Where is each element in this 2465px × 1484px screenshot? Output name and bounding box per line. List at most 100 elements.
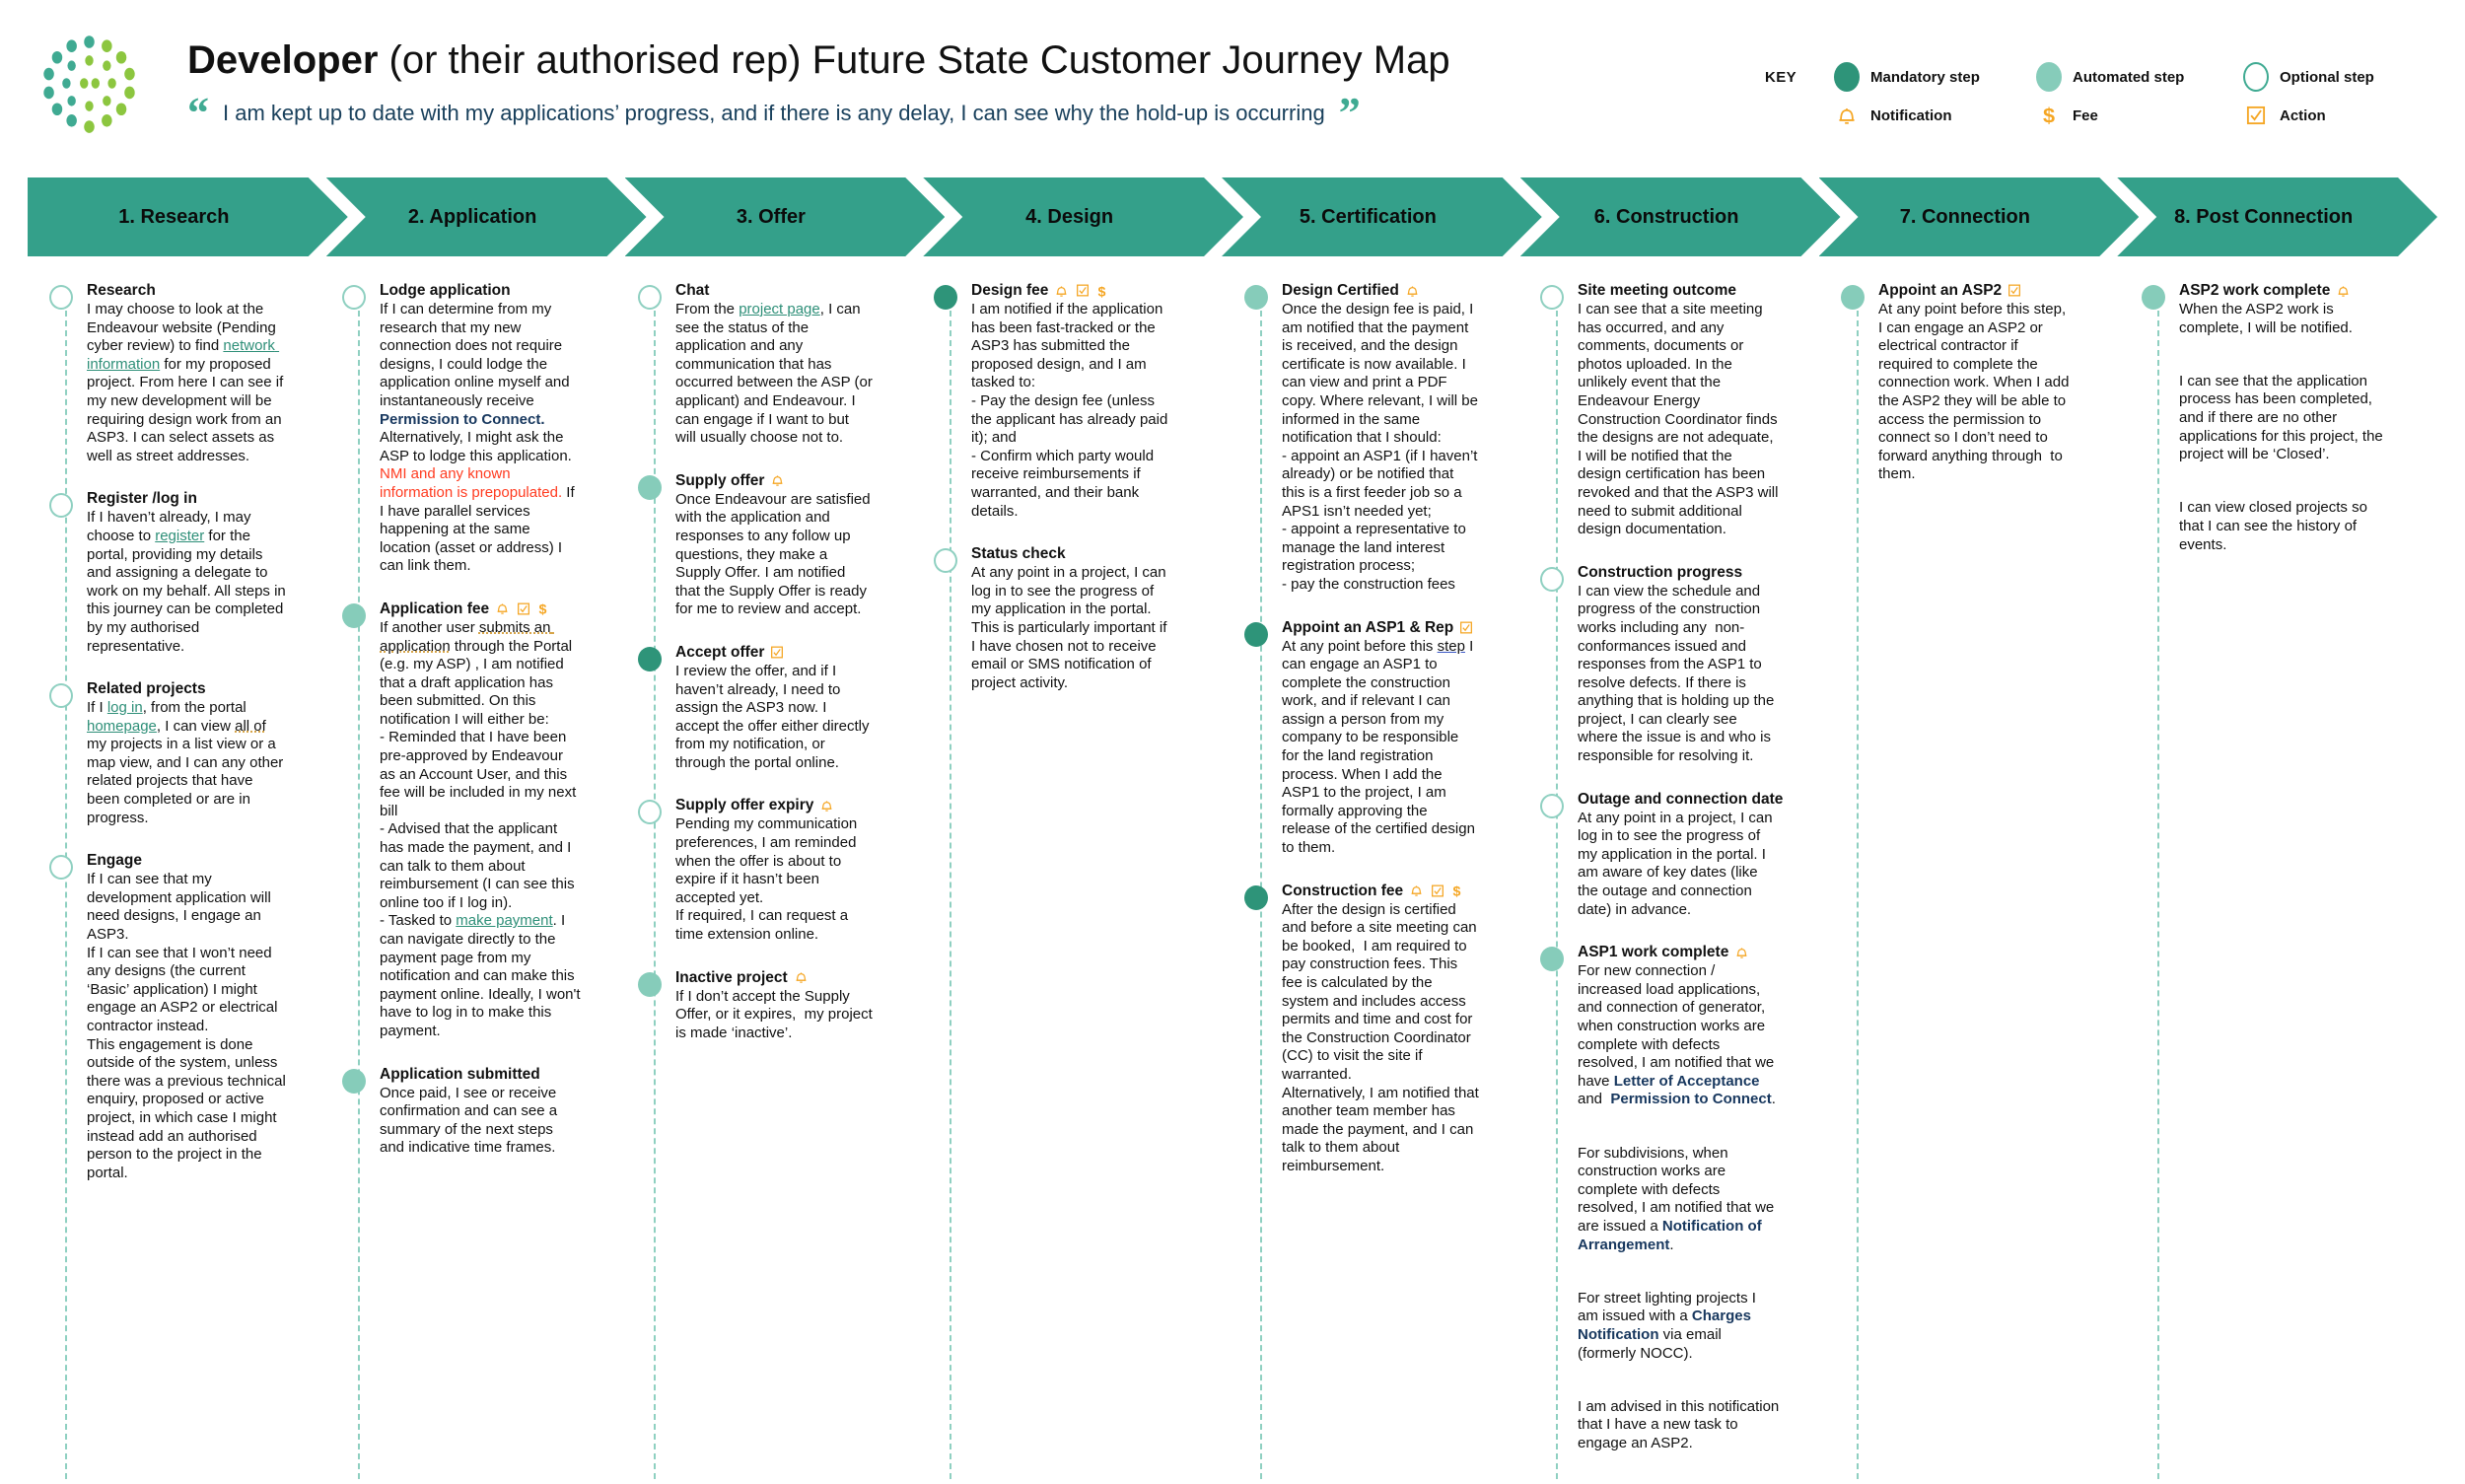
paragraph: - appoint a representative to manage the…	[1282, 521, 1470, 575]
inline-link[interactable]: network information	[87, 337, 280, 373]
step-title-text: Application submitted	[380, 1065, 540, 1083]
step-title: Appoint an ASP2	[1878, 281, 2076, 300]
step-title-text: Accept offer	[675, 643, 765, 661]
journey-step[interactable]: Application fee$If another user submits …	[342, 600, 582, 1041]
bell-icon	[821, 801, 832, 812]
paragraph: If I don’t accept the Supply Offer, or i…	[675, 987, 877, 1041]
paragraph: For street lighting projects I am issued…	[1578, 1289, 1761, 1362]
paragraph: I can see that the application process h…	[2179, 372, 2387, 463]
legend-label-optional: Optional step	[2280, 68, 2374, 86]
paragraph: I can view the schedule and progress of …	[1578, 582, 1779, 765]
step-description: I review the offer, and if I haven’t alr…	[675, 663, 873, 773]
phase-chevron-5[interactable]: 5. Certification	[1222, 177, 1542, 256]
legend-label: KEY	[1765, 69, 1797, 86]
step-title: Construction progress	[1578, 563, 1780, 582]
column-timeline	[1857, 291, 1859, 1479]
checkbox-icon	[1077, 284, 1090, 297]
mandatory-step-dot-icon	[934, 285, 957, 310]
column-steps: Appoint an ASP2 At any point before this …	[1841, 281, 2076, 484]
step-title-text: Construction progress	[1578, 563, 1743, 581]
step-title: Inactive project	[675, 968, 873, 987]
step-title-text: Lodge application	[380, 282, 511, 299]
paragraph: I review the offer, and if I haven’t alr…	[675, 662, 874, 771]
step-description: I can see that a site meeting has occurr…	[1578, 301, 1780, 539]
optional-step-dot-icon	[1540, 285, 1564, 310]
paragraph: At any point before this step, I can eng…	[1878, 301, 2075, 483]
step-description: If another user submits an application t…	[380, 619, 582, 1041]
paragraph: If I can see that I won’t need any desig…	[87, 944, 282, 1034]
phase-chevron-8[interactable]: 8. Post Connection	[2117, 177, 2437, 256]
paragraph: - Confirm which party would receive reim…	[971, 447, 1159, 520]
phase-chevron-6[interactable]: 6. Construction	[1519, 177, 1841, 256]
journey-step[interactable]: Site meeting outcome I can see that a sit…	[1540, 281, 1780, 539]
step-description: If I don’t accept the Supply Offer, or i…	[675, 988, 873, 1043]
step-title: Design Certified	[1282, 281, 1479, 300]
svg-text:$: $	[1098, 284, 1106, 300]
legend-label-fee: Fee	[2073, 106, 2098, 124]
dollar-icon: $	[1098, 284, 1106, 300]
phase-chevron-1[interactable]: 1. Research	[28, 177, 348, 256]
optional-step-dot-icon	[1540, 566, 1564, 592]
svg-text:$: $	[539, 602, 547, 618]
step-title: Site meeting outcome	[1578, 281, 1780, 300]
paragraph: From the project page, I can see the sta…	[675, 301, 878, 447]
optional-step-dot-icon	[49, 855, 73, 881]
step-title: Accept offer	[675, 643, 873, 662]
step-title-text: Site meeting outcome	[1578, 282, 1737, 299]
inline-link[interactable]: register	[155, 527, 205, 544]
step-title-text: Outage and connection date	[1578, 790, 1784, 808]
legend-label-automated: Automated step	[2073, 68, 2185, 86]
phase-chevron-2[interactable]: 2. Application	[325, 177, 647, 256]
optional-step-dot-icon	[49, 683, 73, 709]
journey-step[interactable]: Design fee$I am notified if the applicat…	[934, 281, 1173, 521]
journey-step[interactable]: Construction fee$After the design is cer…	[1244, 882, 1479, 1176]
bell-icon	[497, 603, 508, 615]
phase-chevron-7[interactable]: 7. Connection	[1818, 177, 2140, 256]
checkbox-icon	[771, 646, 784, 659]
paragraph-gap	[2179, 481, 2386, 500]
phase-chevron-4[interactable]: 4. Design	[923, 177, 1243, 256]
paragraph-gap	[1578, 1379, 1780, 1398]
step-description: If I can determine from my research that…	[380, 301, 582, 576]
bell-icon	[1411, 885, 1422, 896]
step-title: Outage and connection date	[1578, 790, 1784, 809]
checkbox-icon	[1460, 621, 1473, 633]
journey-step[interactable]: Lodge application If I can determine from…	[342, 281, 582, 576]
phase-label: 8. Post Connection	[2174, 205, 2354, 228]
step-description: If I haven’t already, I may choose to re…	[87, 509, 289, 656]
inline-link[interactable]: step	[1437, 637, 1465, 655]
automated-step-dot-icon	[1244, 285, 1268, 310]
journey-step[interactable]: Appoint an ASP2 At any point before this …	[1841, 281, 2076, 484]
legend-item-fee: $ Fee	[2036, 102, 2243, 129]
step-title-text: Appoint an ASP2	[1878, 282, 2003, 299]
paragraph: At any point in a project, I can log in …	[971, 564, 1171, 691]
inline-link[interactable]: project page	[739, 301, 820, 318]
step-title-text: Research	[87, 282, 156, 299]
bell-icon	[772, 475, 783, 486]
phase-chevron-3[interactable]: 3. Offer	[624, 177, 946, 256]
inline-link[interactable]: log in	[106, 699, 143, 717]
inline-link[interactable]: homepage	[87, 717, 157, 735]
optional-step-dot-icon	[2243, 62, 2269, 92]
step-title: Design fee$	[971, 281, 1173, 300]
inline-link[interactable]: make payment	[456, 912, 553, 930]
